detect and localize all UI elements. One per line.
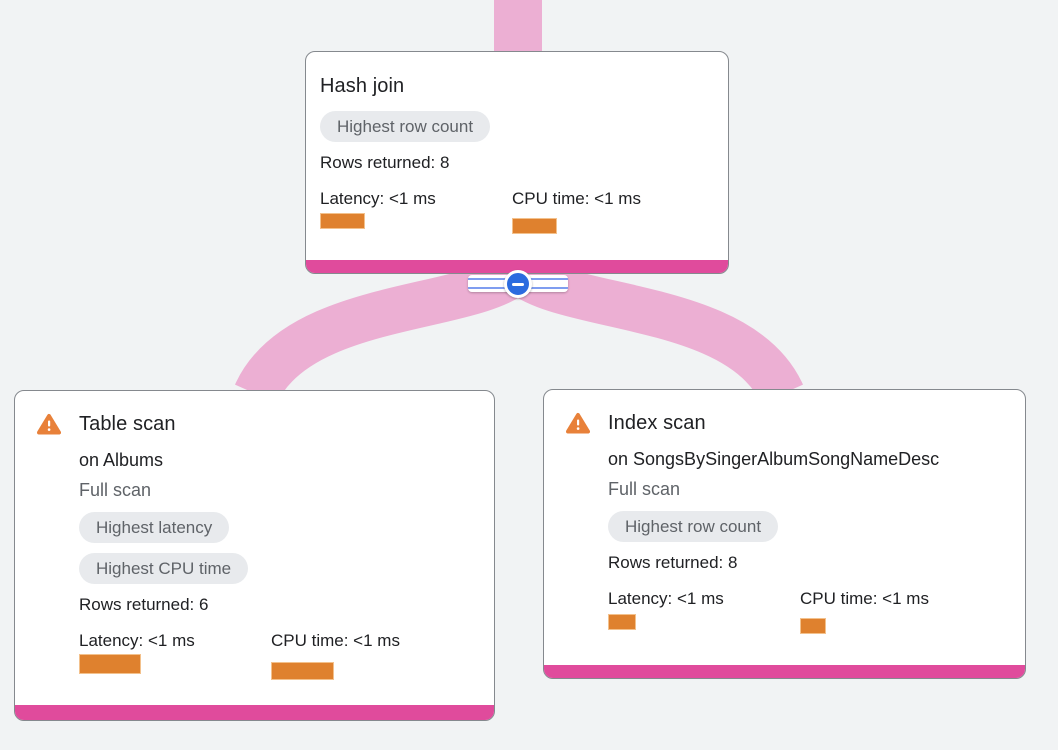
badge-highest-row-count: Highest row count [320, 111, 491, 142]
cpu-metric: CPU time: <1 ms [271, 630, 463, 680]
accent-bar [544, 665, 1025, 678]
warning-icon [566, 412, 590, 434]
cpu-metric: CPU time: <1 ms [512, 188, 704, 234]
node-card-table-scan[interactable]: Table scan on Albums Full scan Highest l… [14, 390, 495, 721]
minus-glyph [512, 282, 524, 286]
scan-type: Full scan [608, 479, 681, 499]
rows-returned: Rows returned: 8 [608, 553, 738, 572]
cpu-label: CPU time: <1 ms [512, 189, 641, 208]
scan-type: Full scan [79, 480, 152, 500]
latency-bar [79, 654, 141, 674]
accent-bar [15, 705, 494, 720]
node-subtitle: on SongsBySingerAlbumSongNameDesc [608, 449, 940, 469]
warning-icon [37, 413, 61, 435]
cpu-bar [271, 662, 334, 680]
rows-returned: Rows returned: 8 [320, 153, 450, 172]
badge-highest-latency: Highest latency [79, 512, 230, 543]
cpu-bar [512, 218, 557, 234]
rows-returned: Rows returned: 6 [79, 595, 209, 614]
cpu-bar [800, 618, 826, 634]
latency-metric: Latency: <1 ms [79, 630, 271, 680]
node-title: Index scan [608, 412, 706, 434]
minus-icon[interactable] [504, 270, 532, 298]
link-from-parent [494, 0, 542, 54]
latency-label: Latency: <1 ms [608, 589, 724, 608]
latency-bar [608, 614, 636, 630]
badge-highest-cpu-time: Highest CPU time [79, 553, 249, 584]
latency-metric: Latency: <1 ms [608, 588, 800, 634]
latency-bar [320, 213, 365, 229]
node-card-hash-join[interactable]: Hash join Highest row count Rows returne… [305, 51, 729, 274]
collapse-button[interactable] [468, 270, 568, 298]
node-title: Hash join [320, 75, 405, 97]
node-title: Table scan [79, 413, 176, 435]
badge-highest-row-count: Highest row count [608, 511, 779, 542]
accent-bar [306, 260, 728, 273]
cpu-label: CPU time: <1 ms [800, 589, 929, 608]
latency-label: Latency: <1 ms [320, 189, 436, 208]
node-subtitle: on Albums [79, 450, 164, 470]
latency-metric: Latency: <1 ms [320, 188, 512, 234]
cpu-label: CPU time: <1 ms [271, 631, 400, 650]
latency-label: Latency: <1 ms [79, 631, 195, 650]
cpu-metric: CPU time: <1 ms [800, 588, 992, 634]
node-card-index-scan[interactable]: Index scan on SongsBySingerAlbumSongName… [543, 389, 1026, 679]
